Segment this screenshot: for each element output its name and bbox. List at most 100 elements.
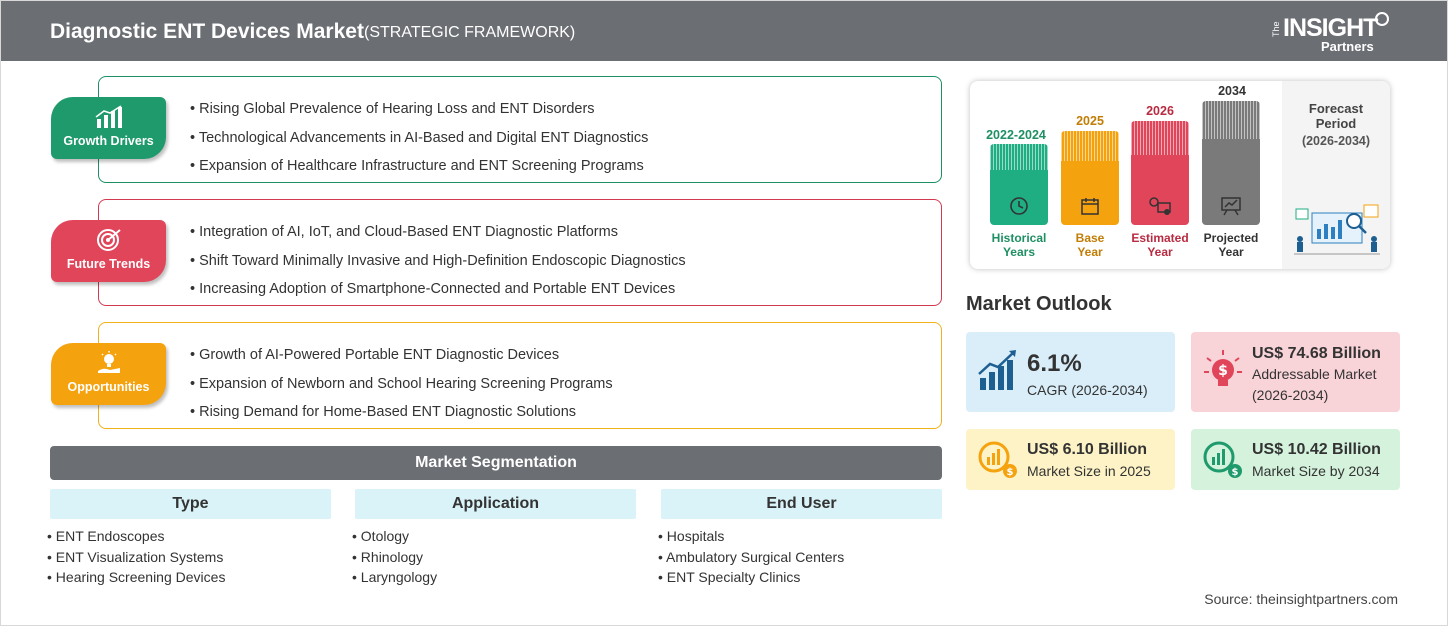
lightbulb-hand-icon: [94, 351, 124, 375]
calendar-icon: [1076, 195, 1104, 217]
list-item: ENT Visualization Systems: [47, 547, 331, 568]
segmentation-title: Market Segmentation: [50, 446, 942, 480]
segment-type-list: ENT Endoscopes ENT Visualization Systems…: [47, 526, 331, 588]
metric-size-2025-value: US$ 6.10 Billion: [1027, 441, 1148, 458]
metric-cagr-value: 6.1%: [1027, 350, 1082, 377]
forecast-line: Forecast: [1308, 101, 1364, 116]
page-subtitle: (STRATEGIC FRAMEWORK): [364, 24, 576, 41]
forecast-line: Period: [1315, 116, 1357, 131]
timeline-year-projected: 2034: [1218, 84, 1246, 98]
growth-drivers-card: Rising Global Prevalence of Hearing Loss…: [98, 76, 942, 183]
list-item: Hospitals: [658, 526, 942, 547]
timeline-year-historical: 2022-2024: [986, 128, 1046, 142]
header-bar: Diagnostic ENT Devices Market (STRATEGIC…: [1, 1, 1447, 61]
metric-size-2025-desc: Market Size in 2025: [1027, 463, 1151, 479]
growth-chart-icon: [976, 348, 1020, 392]
opportunities-card: Growth of AI-Powered Portable ENT Diagno…: [98, 322, 942, 429]
bar-stripes: [1061, 131, 1119, 161]
metric-cagr-desc: CAGR (2026-2034): [1027, 382, 1148, 398]
opportunities-label: Opportunities: [67, 380, 150, 394]
metric-size-2034-desc: Market Size by 2034: [1252, 463, 1380, 479]
list-item: Increasing Adoption of Smartphone-Connec…: [190, 275, 686, 304]
metric-addressable-value: US$ 74.68 Billion: [1252, 345, 1381, 362]
growth-drivers-badge: Growth Drivers: [51, 97, 166, 159]
forecast-years: (2026-2034): [1301, 134, 1371, 148]
opportunities-list: Growth of AI-Powered Portable ENT Diagno…: [190, 341, 613, 427]
timeline-bar-historical: [990, 144, 1048, 225]
svg-text:$: $: [1007, 467, 1014, 478]
growth-drivers-list: Rising Global Prevalence of Hearing Loss…: [190, 95, 648, 181]
dollar-bulb-icon: $: [1201, 348, 1245, 392]
segment-end-user-head: End User: [661, 489, 942, 519]
svg-text:$: $: [1232, 467, 1239, 478]
segment-end-user-column: End User Hospitals Ambulatory Surgical C…: [661, 489, 942, 588]
future-trends-list: Integration of AI, IoT, and Cloud-Based …: [190, 218, 686, 304]
logo-partners: Partners: [1321, 39, 1374, 54]
logo-the: The: [1271, 21, 1281, 37]
timeline-bar-projected: [1202, 101, 1260, 225]
bar-stripes: [990, 144, 1048, 170]
list-item: Rising Demand for Home-Based ENT Diagnos…: [190, 398, 613, 427]
caption-line: Historical: [991, 231, 1047, 245]
caption-line: Year: [1218, 245, 1244, 259]
list-item: Shift Toward Minimally Invasive and High…: [190, 247, 686, 276]
money-growth-icon: $: [1201, 437, 1245, 481]
source-note: Source: theinsightpartners.com: [1204, 591, 1398, 607]
list-item: Expansion of Newborn and School Hearing …: [190, 370, 612, 399]
metric-size-2025: $ US$ 6.10 Billion Market Size in 2025: [966, 429, 1175, 490]
metric-cagr: 6.1% CAGR (2026-2034): [966, 332, 1175, 412]
metric-size-2034: $ US$ 10.42 Billion Market Size by 2034: [1191, 429, 1400, 490]
target-icon: [94, 228, 124, 252]
metric-addressable-desc: Addressable Market: [1252, 366, 1377, 382]
list-item: Growth of AI-Powered Portable ENT Diagno…: [190, 341, 613, 370]
svg-text:$: $: [1218, 363, 1228, 379]
money-chart-icon: $: [976, 437, 1020, 481]
timeline-year-base: 2025: [1076, 114, 1104, 128]
list-item: Rising Global Prevalence of Hearing Loss…: [190, 95, 648, 124]
bar-stripes: [1131, 121, 1189, 155]
segment-application-list: Otology Rhinology Laryngology: [352, 526, 636, 588]
metric-addressable-market: $ US$ 74.68 Billion Addressable Market (…: [1191, 332, 1400, 412]
future-trends-card: Integration of AI, IoT, and Cloud-Based …: [98, 199, 942, 306]
list-item: Hearing Screening Devices: [47, 567, 331, 588]
bar-stripes: [1202, 101, 1260, 139]
timeline-year-estimated: 2026: [1146, 104, 1174, 118]
list-item: Laryngology: [352, 567, 636, 588]
segment-type-column: Type ENT Endoscopes ENT Visualization Sy…: [50, 489, 331, 588]
bar-chart-icon: [94, 105, 124, 129]
list-item: Otology: [352, 526, 636, 547]
logo-ring-icon: [1375, 12, 1389, 26]
history-icon: [1005, 195, 1033, 217]
list-item: Expansion of Healthcare Infrastructure a…: [190, 152, 648, 181]
metric-size-2034-value: US$ 10.42 Billion: [1252, 441, 1381, 458]
caption-line: Year: [1077, 245, 1103, 259]
caption-line: Year: [1147, 245, 1173, 259]
list-item: Rhinology: [352, 547, 636, 568]
opportunities-badge: Opportunities: [51, 343, 166, 405]
caption-line: Base: [1075, 231, 1105, 245]
segment-application-head: Application: [355, 489, 636, 519]
future-trends-badge: Future Trends: [51, 220, 166, 282]
logo-insight: INSIGHT: [1283, 14, 1378, 42]
segment-type-head: Type: [50, 489, 331, 519]
timeline-bar-estimated: [1131, 121, 1189, 225]
timeline-bar-base: [1061, 131, 1119, 225]
list-item: Integration of AI, IoT, and Cloud-Based …: [190, 218, 686, 247]
list-item: ENT Endoscopes: [47, 526, 331, 547]
metric-addressable-years: (2026-2034): [1252, 387, 1329, 403]
market-outlook-title: Market Outlook: [966, 293, 1112, 315]
caption-line: Projected: [1203, 231, 1259, 245]
segment-application-column: Application Otology Rhinology Laryngolog…: [355, 489, 636, 588]
list-item: ENT Specialty Clinics: [658, 567, 942, 588]
page-title: Diagnostic ENT Devices Market: [50, 20, 364, 43]
analytics-illustration-icon: [1294, 204, 1380, 255]
gear-chart-icon: [1146, 195, 1174, 217]
caption-line: Years: [1002, 245, 1036, 259]
